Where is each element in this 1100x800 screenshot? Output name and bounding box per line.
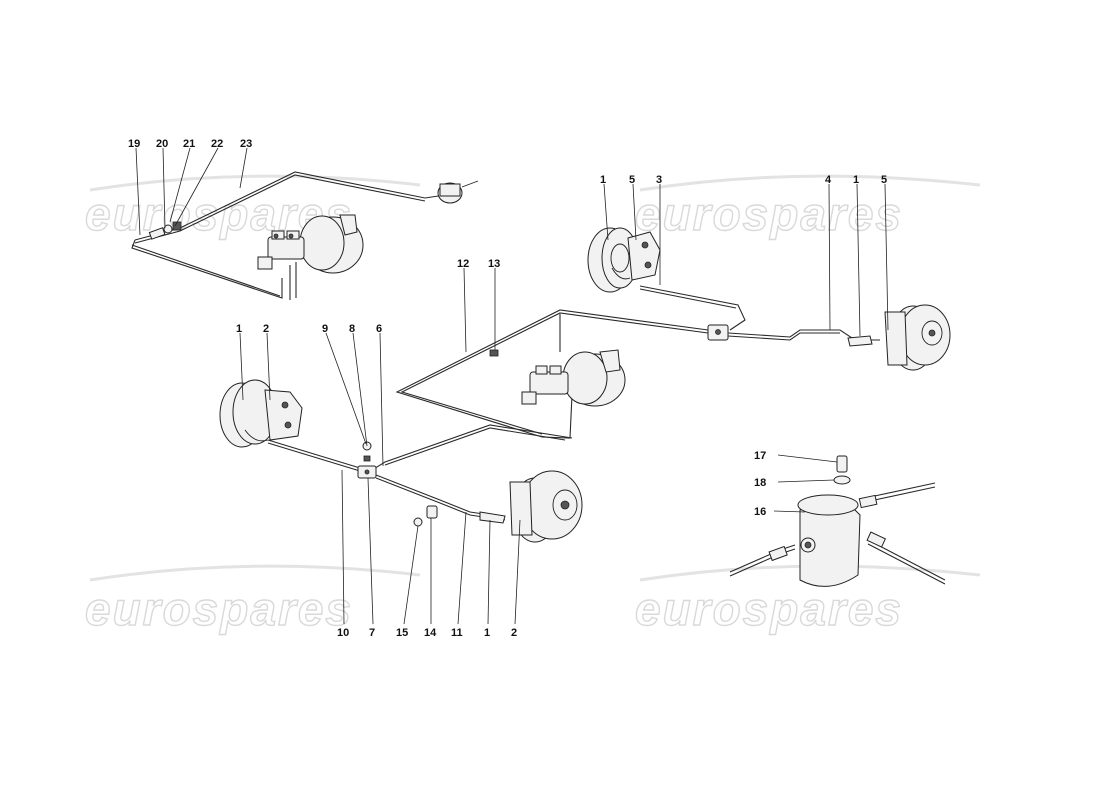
callout-7: 7: [369, 627, 375, 639]
callout-labels: 19 20 21 22 23 1 5 3 4 1 5 12 13 1 2 9 8…: [128, 138, 887, 639]
pressure-valve-detail: [729, 455, 946, 587]
callout-1-rear-right: 1: [853, 174, 859, 186]
callout-14: 14: [424, 627, 437, 639]
callout-16: 16: [754, 506, 766, 518]
callout-21: 21: [183, 138, 195, 150]
callout-5-rear-right: 5: [881, 174, 887, 186]
callout-1-front-left: 1: [236, 323, 242, 335]
rear-brake-circuit: [587, 227, 951, 371]
connecting-pipes: [371, 309, 709, 471]
callout-1-front-right: 1: [484, 627, 490, 639]
watermark-top-right: eurospares: [635, 188, 903, 240]
callout-13: 13: [488, 258, 500, 270]
callout-11: 11: [451, 627, 463, 639]
callout-6: 6: [376, 323, 382, 335]
callout-18: 18: [754, 477, 766, 489]
callout-19: 19: [128, 138, 140, 150]
tee-fittings: [357, 441, 506, 527]
leader-lines: [135, 147, 889, 625]
callout-8: 8: [349, 323, 355, 335]
watermark-bottom-right: eurospares: [635, 583, 903, 635]
callout-9: 9: [322, 323, 328, 335]
master-cylinder-assembly-front: [521, 349, 626, 407]
callout-23: 23: [240, 138, 252, 150]
callout-20: 20: [156, 138, 168, 150]
callout-4: 4: [825, 174, 832, 186]
callout-22: 22: [211, 138, 223, 150]
watermark-bottom-left: eurospares: [85, 583, 353, 635]
master-cylinder-assembly-top: [131, 171, 479, 300]
callout-2-front-right: 2: [511, 627, 517, 639]
front-right-brake: [509, 470, 583, 543]
callout-1-rear-left: 1: [600, 174, 606, 186]
callout-5-rear-left: 5: [629, 174, 635, 186]
front-left-brake: [219, 379, 361, 472]
callout-15: 15: [396, 627, 408, 639]
callout-3: 3: [656, 174, 662, 186]
callout-2-front-left: 2: [263, 323, 269, 335]
callout-17: 17: [754, 450, 766, 462]
callout-10: 10: [337, 627, 349, 639]
callout-12: 12: [457, 258, 469, 270]
